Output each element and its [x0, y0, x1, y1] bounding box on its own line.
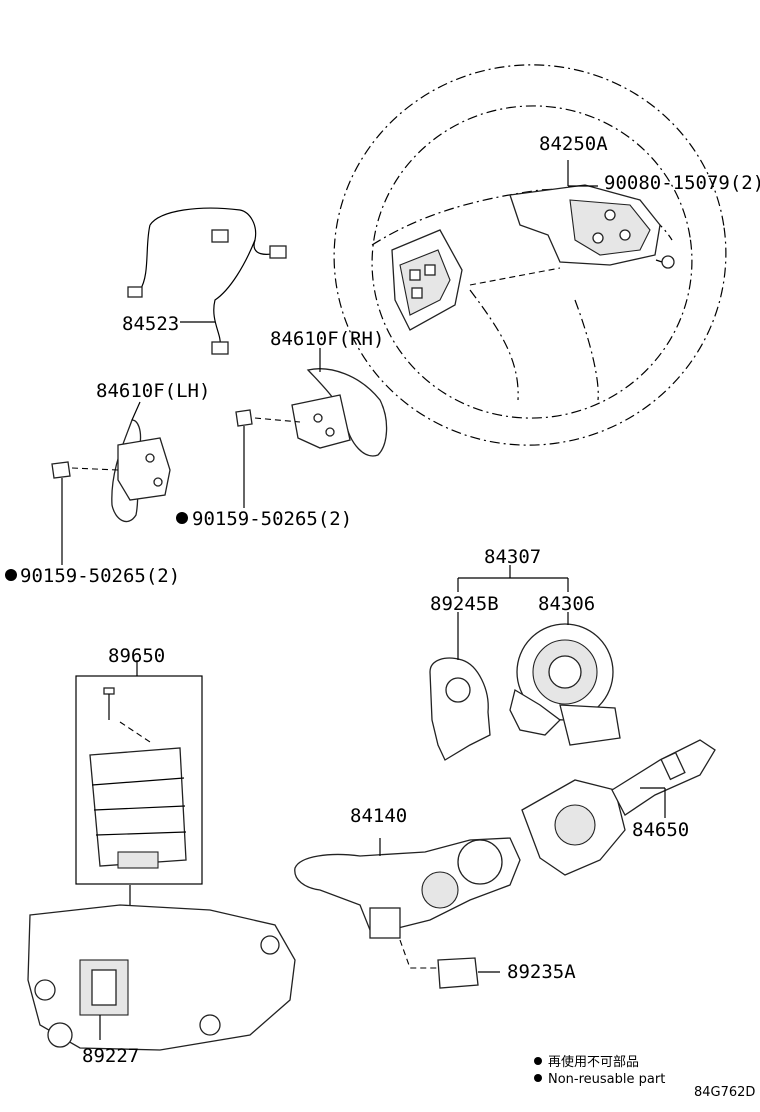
- combination-switch-part: [294, 837, 521, 989]
- label-wire-harness: 84523: [122, 313, 179, 335]
- label-sensor: 89245B: [430, 593, 499, 615]
- label-paddle-lh: 84610F(LH): [96, 380, 210, 402]
- steering-wheel-outline: [333, 64, 727, 446]
- legend-line-1: 再使用不可部品: [548, 1054, 639, 1070]
- diagram-code: 84G762D: [694, 1085, 755, 1100]
- non-reusable-mark-icon: [5, 569, 17, 581]
- spiral-cable-assy-part: [429, 565, 621, 761]
- wiper-switch-part: [521, 739, 716, 876]
- steering-switch-part: [391, 184, 675, 331]
- label-lock-actuator: 89650: [108, 645, 165, 667]
- paddle-rh-part: [235, 348, 388, 508]
- legend-bullet-icon: [534, 1074, 542, 1082]
- label-steering-switch: 84250A: [539, 133, 608, 155]
- lock-actuator-part: [75, 660, 203, 885]
- non-reusable-mark-icon: [176, 512, 188, 524]
- legend-line-2: Non-reusable part: [548, 1072, 665, 1087]
- legend: 再使用不可部品 Non-reusable part: [534, 1054, 665, 1087]
- steering-column-part: [27, 885, 296, 1051]
- label-screw-rh: 90159-50265(2): [192, 508, 352, 530]
- label-combo-switch: 84140: [350, 805, 407, 827]
- label-screw-lh: 90159-50265(2): [20, 565, 180, 587]
- label-computer: 89227: [82, 1045, 139, 1067]
- wire-harness-part: [127, 207, 287, 355]
- paddle-lh-part: [51, 401, 171, 565]
- label-connector: 89235A: [507, 961, 576, 983]
- label-spiral-cable: 84306: [538, 593, 595, 615]
- label-wiper-switch: 84650: [632, 819, 689, 841]
- label-screw-steering: 90080-15079(2): [604, 172, 760, 194]
- legend-bullet-icon: [534, 1057, 542, 1065]
- label-spiral-assy: 84307: [484, 546, 541, 568]
- label-paddle-rh: 84610F(RH): [270, 328, 384, 350]
